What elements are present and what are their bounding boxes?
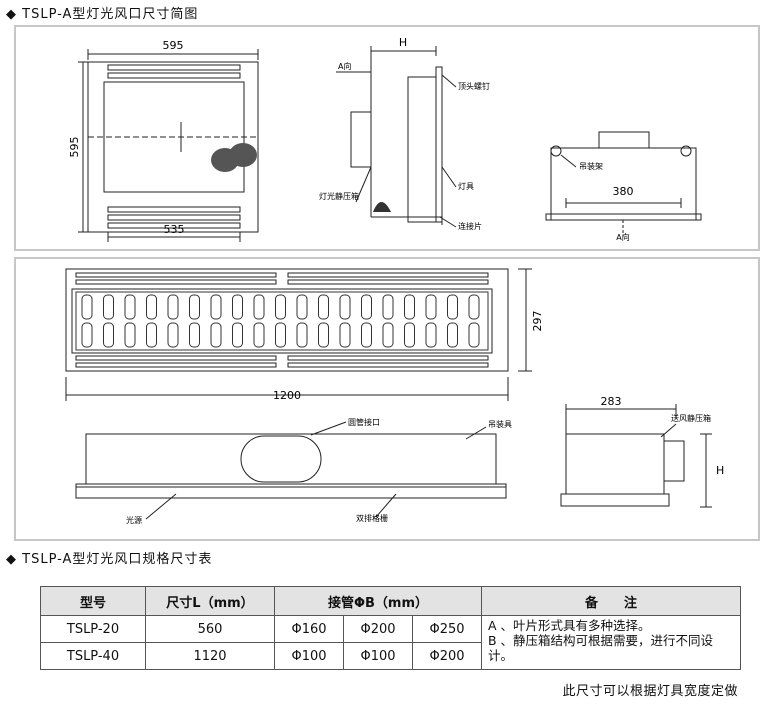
blade-slot (296, 294, 308, 320)
blade-slot (189, 294, 200, 320)
blade-slot (447, 322, 458, 348)
note-b: B 、静压箱结构可根据需要，进行不同设计。 (488, 633, 714, 663)
blade-slot (81, 322, 93, 348)
header-pipe: 接管ΦB（mm） (274, 586, 482, 616)
section2-title: ◆ TSLP-A型灯光风口规格尺寸表 (6, 552, 213, 567)
dim-left-label: 595 (68, 137, 81, 158)
blade-slot (124, 322, 136, 348)
blade-slot (318, 322, 329, 348)
label-box: 送风静压箱 (671, 413, 711, 423)
label-duct: 圆管接口 (348, 417, 380, 427)
blade-slot (253, 322, 265, 348)
cell-b1: Φ100 (274, 642, 344, 670)
blade-slot (167, 322, 179, 348)
label-light-strip: 光源 (126, 515, 142, 525)
blade-slot (404, 322, 415, 348)
blade-slot (275, 294, 286, 320)
table-row: TSLP-20 560 Φ160 Φ200 Φ250 A 、叶片形式具有多种选择… (40, 615, 741, 670)
blade-slot (167, 294, 179, 320)
label-fix-screw: 顶头螺钉 (458, 81, 490, 91)
blade-slot (146, 294, 157, 320)
label-blades: 双排格栅 (356, 513, 388, 523)
cell-b2: Φ200 (343, 615, 413, 643)
header-size: 尺寸L（mm） (145, 586, 275, 616)
blade-slot (296, 322, 308, 348)
blade-slot (447, 294, 458, 320)
blade-slot (468, 322, 480, 348)
blade-slot (124, 294, 136, 320)
blade-slot (339, 322, 351, 348)
cell-notes: A 、叶片形式具有多种选择。 B 、静压箱结构可根据需要，进行不同设计。 (481, 615, 741, 670)
cell-b1: Φ160 (274, 615, 344, 643)
blade-slot (81, 294, 93, 320)
header-note: 备 注 (481, 586, 741, 616)
diagram-panel-1: 595 595 535 H A向 顶头螺钉 灯具 连接片 灯光静压箱 吊装架 3… (14, 25, 760, 251)
dim-1200-label: 1200 (273, 389, 301, 402)
label-a-direction: A向 (338, 61, 351, 71)
blade-slot (361, 322, 372, 348)
footer-note: 此尺寸可以根据灯具宽度定做 (562, 684, 738, 699)
label-connector: 连接片 (458, 221, 482, 231)
blade-slot (468, 294, 480, 320)
blade-slot (103, 294, 114, 320)
blade-grid (75, 291, 489, 351)
blade-slot (189, 322, 200, 348)
blade-slot (382, 322, 394, 348)
blade-slot (339, 294, 351, 320)
blade-slot (404, 294, 415, 320)
diagram-2-svg: 1200 297 圆管接口 吊装具 光源 双排格栅 283 送风静压箱 H (65, 268, 724, 525)
cell-size: 1120 (145, 642, 275, 670)
spec-table: 型号 尺寸L（mm） 接管ΦB（mm） 备 注 TSLP-20 560 Φ160… (40, 586, 741, 670)
label-bracket: 吊装架 (579, 161, 603, 171)
diagram-1-svg: 595 595 535 H A向 顶头螺钉 灯具 连接片 灯光静压箱 吊装架 3… (68, 36, 702, 242)
cell-b3: Φ250 (412, 615, 482, 643)
cell-b2: Φ100 (343, 642, 413, 670)
dim-283-label: 283 (601, 395, 622, 408)
label-lamp: 灯具 (458, 181, 474, 191)
blade-slot (146, 322, 157, 348)
blade-slot (361, 294, 372, 320)
blade-slot (253, 294, 265, 320)
blade-slot (425, 322, 437, 348)
front-view-frame (87, 61, 259, 233)
label-lamp-ballast: 灯光静压箱 (319, 191, 359, 201)
diagram-panel-2: 1200 297 圆管接口 吊装具 光源 双排格栅 283 送风静压箱 H (14, 257, 760, 541)
dim-h-label: H (399, 36, 407, 49)
note-a: A 、叶片形式具有多种选择。 (488, 618, 651, 633)
cell-b3: Φ200 (412, 642, 482, 670)
blade-slot (275, 322, 286, 348)
blade-slot (210, 322, 222, 348)
dim-top-label: 595 (163, 39, 184, 52)
blade-slot (318, 294, 329, 320)
blade-slot (425, 294, 437, 320)
blade-slot (232, 294, 243, 320)
header-model: 型号 (40, 586, 146, 616)
cell-size: 560 (145, 615, 275, 643)
dim-297-label: 297 (531, 311, 544, 332)
blade-slot (103, 322, 114, 348)
cell-model: TSLP-40 (40, 642, 146, 670)
blade-slot (382, 294, 394, 320)
section1-title: ◆ TSLP-A型灯光风口尺寸简图 (6, 7, 199, 22)
dim-h2-label: H (716, 464, 724, 477)
blade-slot (232, 322, 243, 348)
table-row: TSLP-40 1120 Φ100 Φ100 Φ200 (40, 642, 741, 670)
dim-380-label: 380 (613, 185, 634, 198)
label-hanger: 吊装具 (488, 419, 512, 429)
blade-slot (210, 294, 222, 320)
cell-model: TSLP-20 (40, 615, 146, 643)
label-a-view: A向 (616, 232, 629, 242)
top-view-frame (65, 268, 509, 372)
dim-bottom-label: 535 (164, 223, 185, 236)
